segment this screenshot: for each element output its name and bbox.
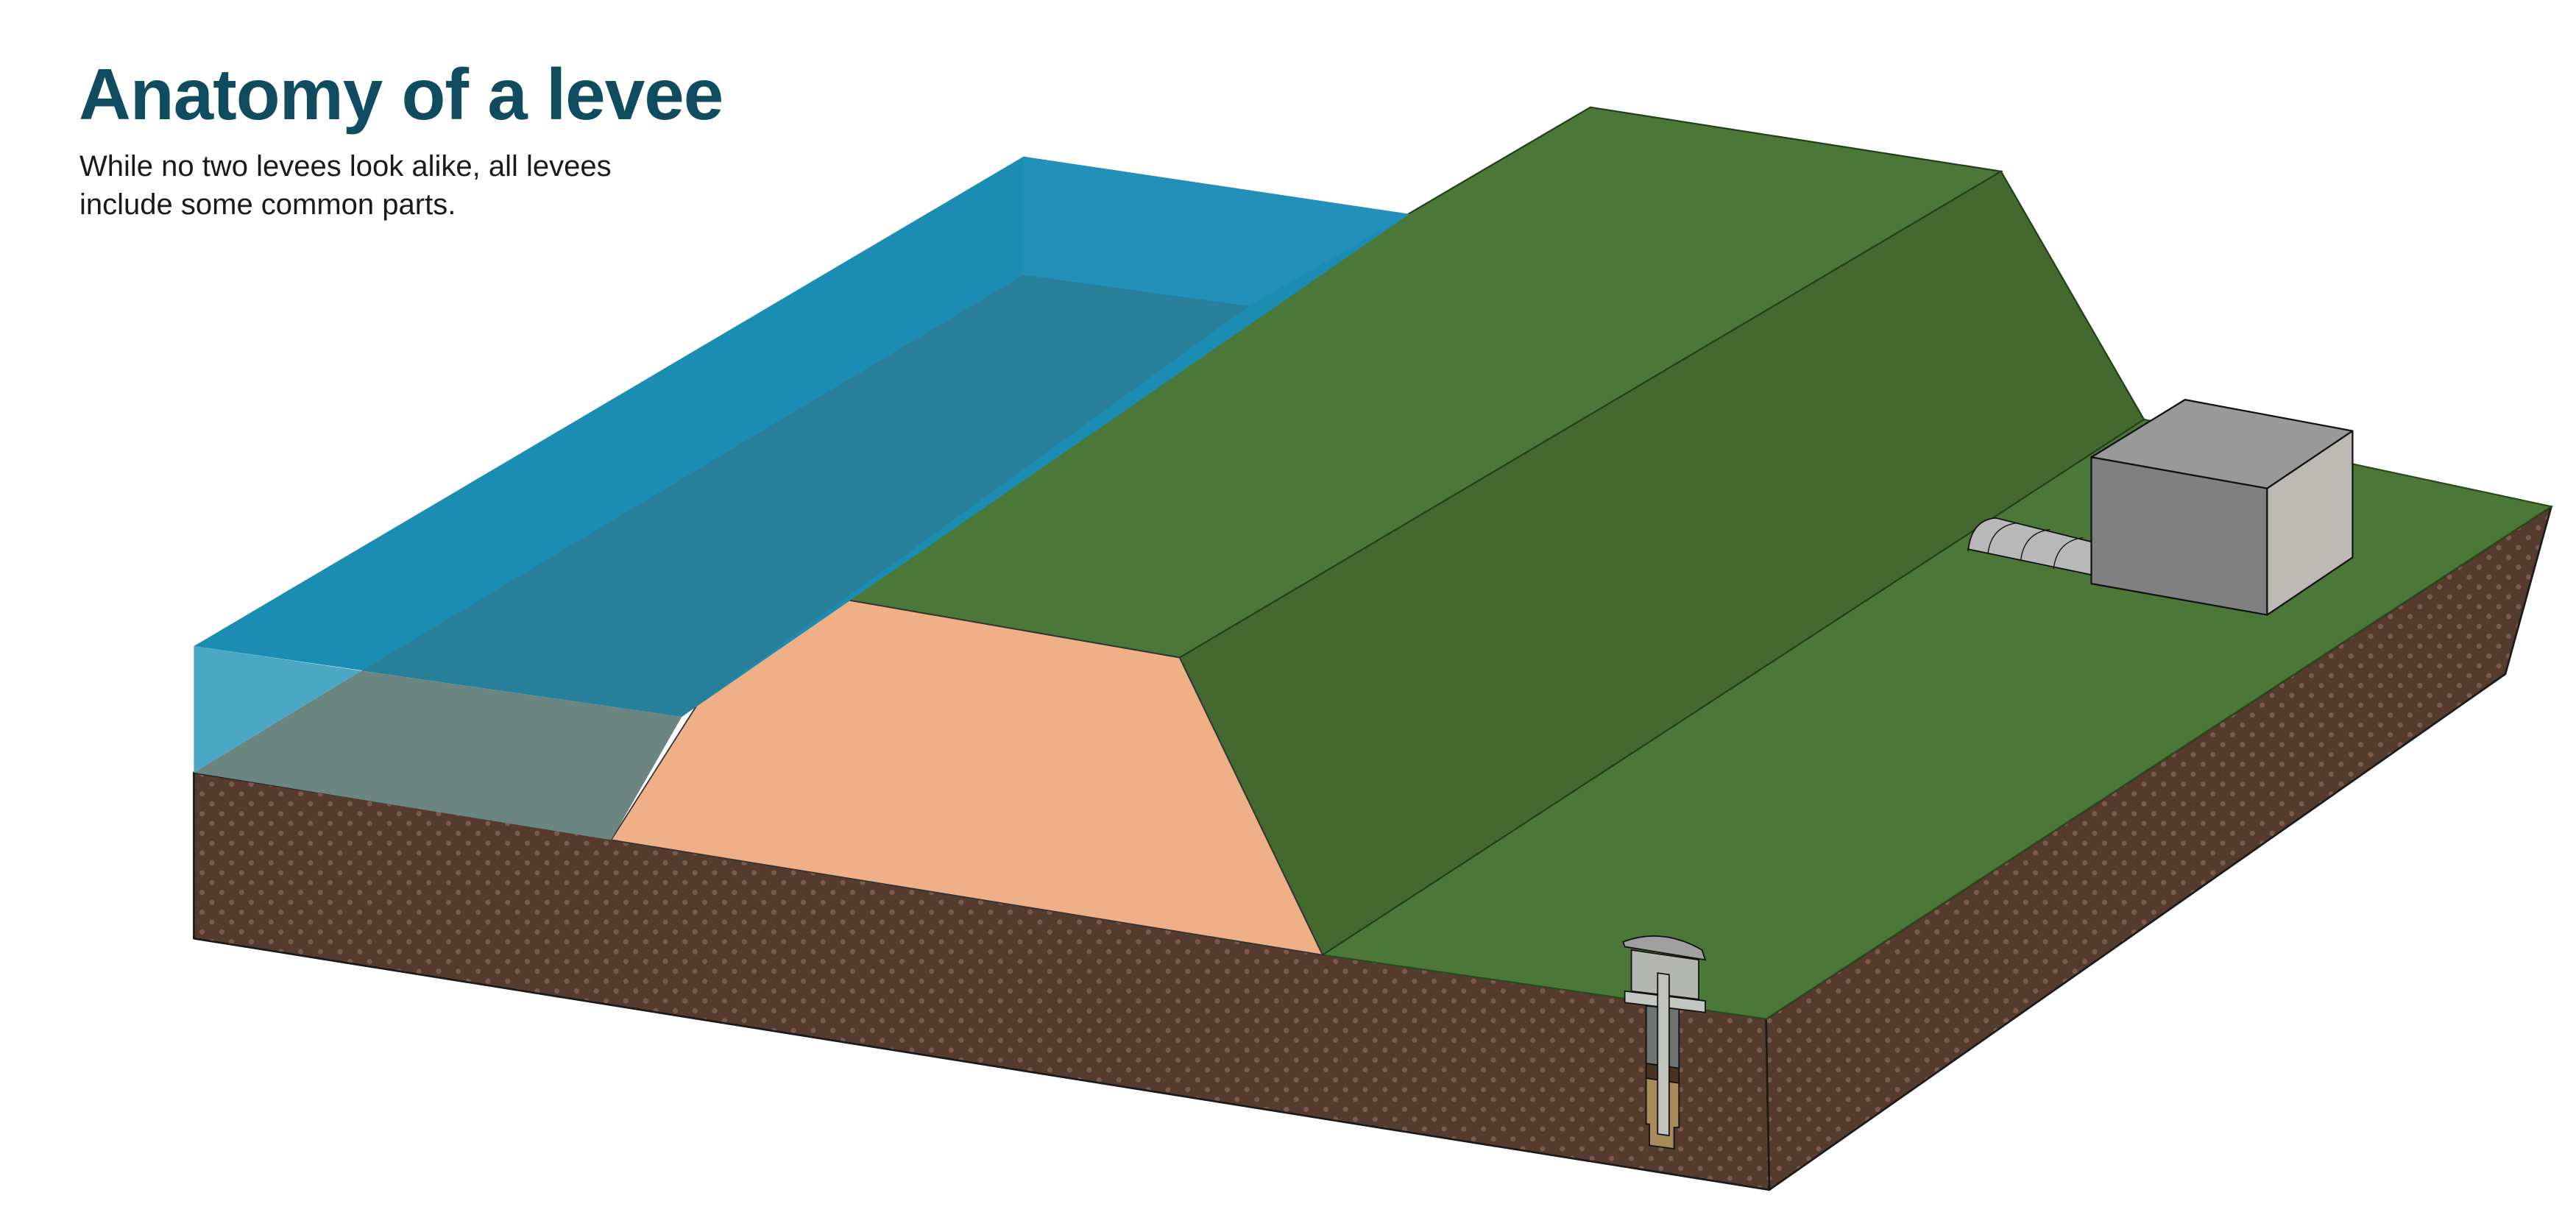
- page-title: Anatomy of a levee: [79, 54, 723, 135]
- submerged-slope: [361, 274, 1249, 717]
- page-subtitle: While no two levees look alike, all leve…: [79, 150, 612, 221]
- riverbed-front: [194, 670, 682, 840]
- pump-station-icon: [2090, 399, 2354, 616]
- water-front-face: [194, 645, 362, 773]
- water-surface-far: [1023, 156, 1410, 306]
- relief-well-icon: [1622, 935, 1707, 1150]
